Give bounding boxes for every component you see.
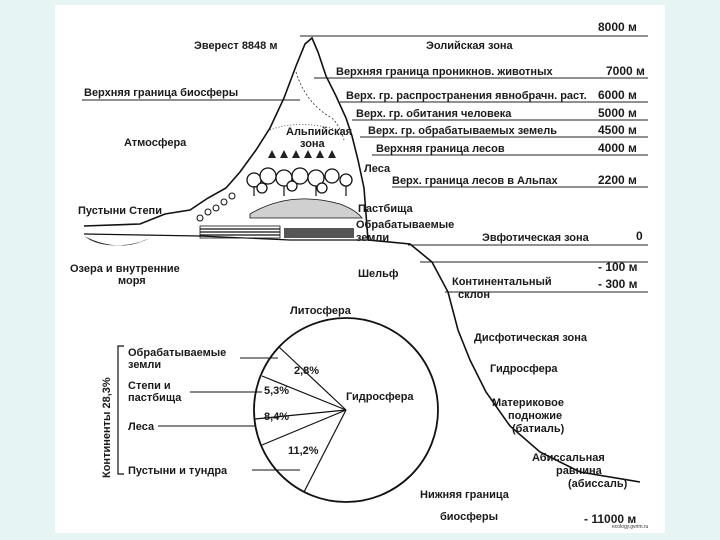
- upper-animals-label: Верхняя граница проникнов. животных: [336, 66, 553, 78]
- pasture-hill: [249, 198, 363, 219]
- everest-label: Эверест 8848 м: [194, 40, 277, 52]
- pct-forests: 8,4%: [264, 411, 289, 423]
- alt-m11000-label: - 11000 м: [584, 512, 636, 526]
- pastures-label: Пастбища: [358, 203, 414, 215]
- legend-cultivated-2: земли: [128, 359, 161, 371]
- alpine-zone-label-1: Альпийская: [286, 126, 352, 138]
- lithosphere-label: Литосфера: [290, 305, 352, 317]
- continents-bracket: [117, 345, 124, 475]
- euphotic-zone-label: Эвфотическая зона: [482, 232, 590, 244]
- legend-cultivated-1: Обрабатываемые: [128, 347, 226, 359]
- pie-sector-lines: [254, 346, 347, 493]
- alpine-vegetation-icons: [268, 150, 336, 158]
- disphotic-zone-label: Дисфотическая зона: [474, 332, 588, 344]
- lake: [84, 236, 150, 246]
- slide-card: Эверест 8848 м Эолийская зона 8000 м Вер…: [55, 5, 665, 533]
- alpine-shading: [269, 124, 347, 133]
- forest-icons: [246, 167, 353, 194]
- hydrosphere-right-label: Гидросфера: [490, 363, 558, 375]
- alt-2200-label: 2200 м: [598, 173, 637, 187]
- forests-label: Леса: [364, 163, 391, 175]
- steppe-icons: [196, 192, 236, 222]
- legend-steppes-1: Степи и: [128, 380, 171, 392]
- lower-biosphere-label-2: биосферы: [440, 511, 498, 523]
- legend-steppes-2: пастбища: [128, 392, 182, 404]
- bathyal-label-3: (батиаль): [512, 423, 565, 435]
- eolian-zone-label: Эолийская зона: [426, 40, 514, 52]
- shelf-label: Шельф: [358, 268, 399, 280]
- mountain-outline: [83, 36, 369, 241]
- ocean-floor-profile: [367, 239, 641, 483]
- upper-seedplants-label: Верх. гр. распространения явнобрачн. рас…: [346, 90, 587, 102]
- abyssal-label-2: равнина: [556, 465, 603, 477]
- watermark: ecology.gvnm.ru: [612, 524, 649, 530]
- pie-hydrosphere-label: Гидросфера: [346, 391, 414, 403]
- abyssal-label-1: Абиссальная: [532, 452, 605, 464]
- continents-label: Континенты 28,3%: [101, 377, 113, 478]
- lakes-label-2: моря: [118, 275, 146, 287]
- legend-forests: Леса: [128, 421, 155, 433]
- deserts-steppes-label: Пустыни Степи: [78, 205, 162, 217]
- lakes-label-1: Озера и внутренние: [70, 263, 180, 275]
- alt-0-label: 0: [636, 229, 643, 243]
- upper-forests-alps-label: Верх. граница лесов в Альпах: [392, 175, 559, 187]
- boundary-lines: [82, 35, 648, 293]
- cultivated-fields: [199, 225, 354, 239]
- pct-steppes: 5,3%: [264, 385, 289, 397]
- alt-4000-label: 4000 м: [598, 141, 637, 155]
- alt-m300-label: - 300 м: [598, 277, 638, 291]
- alt-m100-label: - 100 м: [598, 260, 638, 274]
- ground-line: [83, 233, 368, 241]
- pie-labels: Континенты 28,3% Обрабатываемые земли Ст…: [101, 347, 414, 478]
- continental-slope-label-1: Континентальный: [452, 276, 552, 288]
- snowline-shading: [295, 71, 345, 141]
- upper-forests-label: Верхняя граница лесов: [376, 143, 505, 155]
- bathyal-label-2: подножие: [508, 410, 562, 422]
- upper-cultivated-label: Верх. гр. обрабатываемых земель: [368, 125, 557, 137]
- upper-biosphere-label: Верхняя граница биосферы: [84, 87, 238, 99]
- forest-trunks: [253, 186, 347, 196]
- alt-8000-label: 8000 м: [598, 20, 637, 34]
- abyssal-label-3: (абиссаль): [568, 478, 628, 490]
- legend-leader-lines: [158, 357, 300, 471]
- land-use-pie: [117, 317, 439, 503]
- alt-4500-label: 4500 м: [598, 123, 637, 137]
- continental-slope-label-2: склон: [458, 289, 490, 301]
- legend-deserts: Пустыни и тундра: [128, 465, 228, 477]
- pct-cultivated: 2,8%: [294, 365, 319, 377]
- altitude-labels: Эверест 8848 м Эолийская зона 8000 м Вер…: [70, 20, 649, 530]
- atmosphere-label: Атмосфера: [124, 137, 187, 149]
- alt-7000-label: 7000 м: [606, 64, 645, 78]
- cultivated-label-2: земли: [356, 232, 389, 244]
- cultivated-label-1: Обрабатываемые: [356, 219, 454, 231]
- lower-biosphere-label-1: Нижняя граница: [420, 489, 510, 501]
- upper-human-label: Верх. гр. обитания человека: [356, 108, 512, 120]
- alpine-zone-label-2: зона: [300, 138, 326, 150]
- alt-5000-label: 5000 м: [598, 106, 637, 120]
- pct-deserts: 11,2%: [288, 445, 319, 457]
- alt-6000-label: 6000 м: [598, 88, 637, 102]
- biosphere-diagram: Эверест 8848 м Эолийская зона 8000 м Вер…: [70, 20, 649, 530]
- bathyal-label-1: Материковое: [492, 397, 564, 409]
